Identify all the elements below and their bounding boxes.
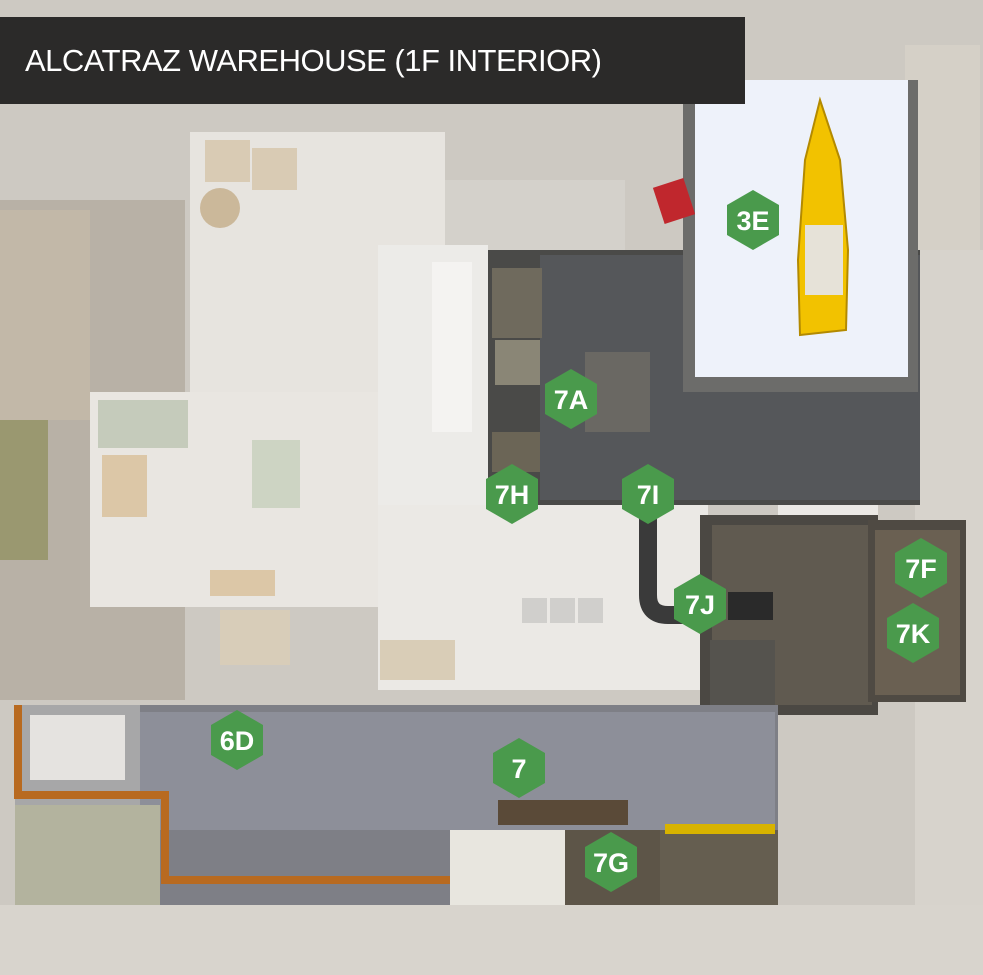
marker-7j-label: 7J	[685, 590, 715, 620]
crates-7h	[492, 432, 540, 472]
green-pallet	[252, 440, 300, 508]
marker-3e-hex	[727, 190, 779, 250]
marker-7h-hex	[486, 464, 538, 524]
crate-cluster	[102, 455, 147, 517]
title-bar: ALCATRAZ WAREHOUSE (1F INTERIOR)	[0, 17, 745, 104]
marker-7i[interactable]: 7I	[622, 464, 674, 524]
crate-stack-1	[205, 140, 250, 182]
duct-pipe	[639, 510, 700, 624]
marker-7-hex	[493, 738, 545, 798]
marker-7i-hex	[622, 464, 674, 524]
crate-row	[210, 570, 275, 596]
bottom-left-vent	[30, 715, 125, 780]
marker-7f-label: 7F	[905, 554, 937, 584]
white-roof-7g	[450, 830, 565, 905]
cable-spool	[200, 188, 240, 228]
marker-7-label: 7	[511, 754, 526, 784]
marker-7k-label: 7K	[896, 619, 931, 649]
hazard-stripe	[665, 824, 775, 834]
marker-7j[interactable]: 7J	[674, 574, 726, 634]
marker-7k[interactable]: 7K	[887, 603, 939, 663]
marker-7f[interactable]: 7F	[895, 538, 947, 598]
green-crate	[98, 400, 188, 448]
marker-7a[interactable]: 7A	[545, 369, 597, 429]
left-crate-area	[0, 210, 90, 420]
roof-duct	[432, 262, 472, 432]
wood-pallet	[220, 610, 290, 665]
marker-7f-hex	[895, 538, 947, 598]
ac-unit-1	[522, 598, 547, 623]
stairs-7j	[710, 640, 775, 705]
bottom-left-yard	[15, 805, 160, 905]
marker-6d[interactable]: 6D	[211, 710, 263, 770]
map-title: ALCATRAZ WAREHOUSE (1F INTERIOR)	[25, 43, 602, 78]
marker-6d-hex	[211, 710, 263, 770]
vent-grate	[728, 592, 773, 620]
crates-7a-1	[492, 268, 542, 338]
marker-7i-label: 7I	[637, 480, 660, 510]
marker-7h-label: 7H	[495, 480, 530, 510]
marker-7a-hex	[545, 369, 597, 429]
marker-3e-label: 3E	[736, 206, 769, 236]
marker-7k-hex	[887, 603, 939, 663]
marker-7h[interactable]: 7H	[486, 464, 538, 524]
marker-6d-label: 6D	[220, 726, 255, 756]
marker-7g-hex	[585, 832, 637, 892]
marker-7[interactable]: 7	[493, 738, 545, 798]
marker-7g[interactable]: 7G	[585, 832, 637, 892]
boat-cabin	[805, 225, 843, 295]
marker-7j-hex	[674, 574, 726, 634]
room-right-7g	[660, 830, 778, 905]
roof-strip-top	[445, 180, 625, 250]
ac-unit-2	[550, 598, 575, 623]
bottom-walkway	[0, 905, 983, 975]
roof-plank	[380, 640, 455, 680]
ac-unit-3	[578, 598, 603, 623]
orange-pipe	[14, 705, 450, 884]
red-barrel	[652, 177, 696, 225]
vegetation-left	[0, 420, 48, 560]
marker-7a-label: 7A	[554, 385, 589, 415]
crates-7a-2	[495, 340, 540, 385]
marker-7g-label: 7G	[593, 848, 629, 878]
crate-stack-2	[252, 148, 297, 190]
marker-3e[interactable]: 3E	[727, 190, 779, 250]
bench-7	[498, 800, 628, 825]
